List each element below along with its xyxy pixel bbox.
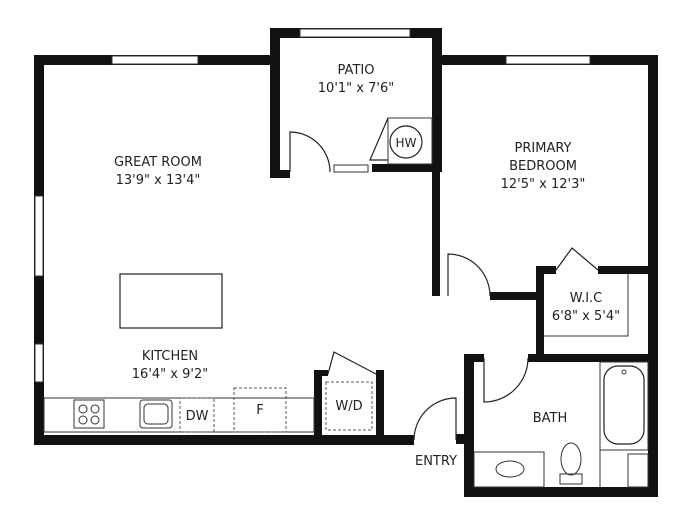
door-patio: [289, 131, 331, 173]
toilet-bowl-icon: [560, 442, 582, 476]
window-great-room-left-upper: [34, 195, 44, 277]
wall-bedroom-left: [432, 160, 440, 296]
wall-wd-top: [314, 370, 328, 376]
bedroom-size: 12'5" x 12'3": [501, 177, 586, 192]
door-entry: [413, 397, 457, 441]
wic-shelf: [544, 274, 629, 337]
door-water-heater: [369, 117, 389, 161]
bath-linen-closet: [627, 453, 649, 488]
kitchen-fixtures: DW F W/D: [43, 273, 373, 433]
dishwasher-outline: [179, 397, 215, 433]
wall-wic-top-left: [536, 266, 556, 274]
bathtub-drain-icon: [621, 369, 627, 375]
wic-size: 6'8" x 5'4": [552, 309, 620, 324]
kitchen-name: KITCHEN: [142, 349, 198, 364]
room-labels: PATIO 10'1" x 7'6" GREAT ROOM 13'9" x 13…: [114, 63, 620, 469]
door-bedroom: [447, 253, 491, 297]
wall-patio-bottom-right: [372, 164, 442, 172]
bathtub-outline: [599, 361, 649, 451]
cooktop-burner-icon: [90, 415, 100, 425]
doors: [289, 131, 599, 441]
washer-dryer-label: W/D: [335, 399, 362, 414]
dishwasher-label: DW: [186, 409, 209, 424]
entry-label: ENTRY: [415, 454, 457, 469]
window-bedroom-top: [505, 55, 591, 65]
kitchen-counter: [43, 397, 315, 433]
wall-wd-left: [314, 370, 322, 436]
wall-bedroom-lower: [490, 292, 540, 300]
kitchen-sink-basin: [143, 403, 169, 425]
cooktop-burner-icon: [78, 404, 88, 414]
patio-name: PATIO: [338, 63, 375, 78]
patio-size: 10'1" x 7'6": [318, 81, 394, 96]
window-patio-top: [299, 28, 411, 38]
fridge-outline: [233, 387, 287, 433]
washer-dryer-outline: [325, 381, 373, 431]
wall-patio-bottom-left: [280, 170, 290, 178]
bath-fixtures: [473, 361, 649, 488]
cooktop-icon: [73, 399, 105, 429]
great-room-name: GREAT ROOM: [114, 155, 202, 170]
cooktop-burner-icon: [90, 404, 100, 414]
windows: [34, 28, 591, 383]
wall-bath-left-lower: [464, 434, 474, 497]
water-heater-label: HW: [396, 136, 417, 150]
wall-wd-right: [376, 370, 384, 436]
bathtub-icon: [603, 365, 645, 445]
bath-sink-icon: [495, 460, 525, 478]
window-great-room-left-lower: [34, 343, 44, 383]
cooktop-burner-icon: [78, 415, 88, 425]
wall-right: [648, 55, 658, 497]
walls: [34, 28, 658, 497]
wic-name: W.I.C: [570, 291, 603, 306]
window-patio-bottom: [333, 164, 369, 173]
window-great-room-top: [111, 55, 199, 65]
wall-bath-bottom: [464, 487, 658, 497]
bedroom-name-line2: BEDROOM: [509, 159, 577, 174]
fridge-label: F: [256, 403, 263, 418]
wall-bath-left-upper: [464, 354, 474, 434]
wall-wic-top-right: [598, 266, 658, 274]
bedroom-name-line1: PRIMARY: [515, 141, 572, 156]
water-heater-closet: HW: [369, 117, 433, 165]
wall-bath-top-right: [528, 354, 658, 362]
wall-bottom-kitchen: [34, 435, 414, 445]
wall-patio-left: [270, 28, 280, 178]
water-heater-icon: [389, 125, 423, 159]
great-room-size: 13'9" x 13'4": [116, 173, 201, 188]
bath-name: BATH: [533, 411, 568, 426]
wall-entry-stub: [456, 434, 472, 444]
kitchen-size: 16'4" x 9'2": [132, 367, 208, 382]
door-bath: [483, 357, 529, 403]
bath-vanity: [473, 451, 545, 488]
wall-wic-left: [536, 266, 544, 356]
kitchen-island: [119, 273, 223, 329]
kitchen-sink-icon: [139, 399, 173, 429]
door-wic: [555, 247, 599, 271]
water-heater-closet-outline: [387, 117, 433, 165]
door-washer-dryer: [327, 351, 377, 375]
wall-patio-right: [432, 28, 442, 168]
toilet-tank-icon: [559, 473, 583, 485]
